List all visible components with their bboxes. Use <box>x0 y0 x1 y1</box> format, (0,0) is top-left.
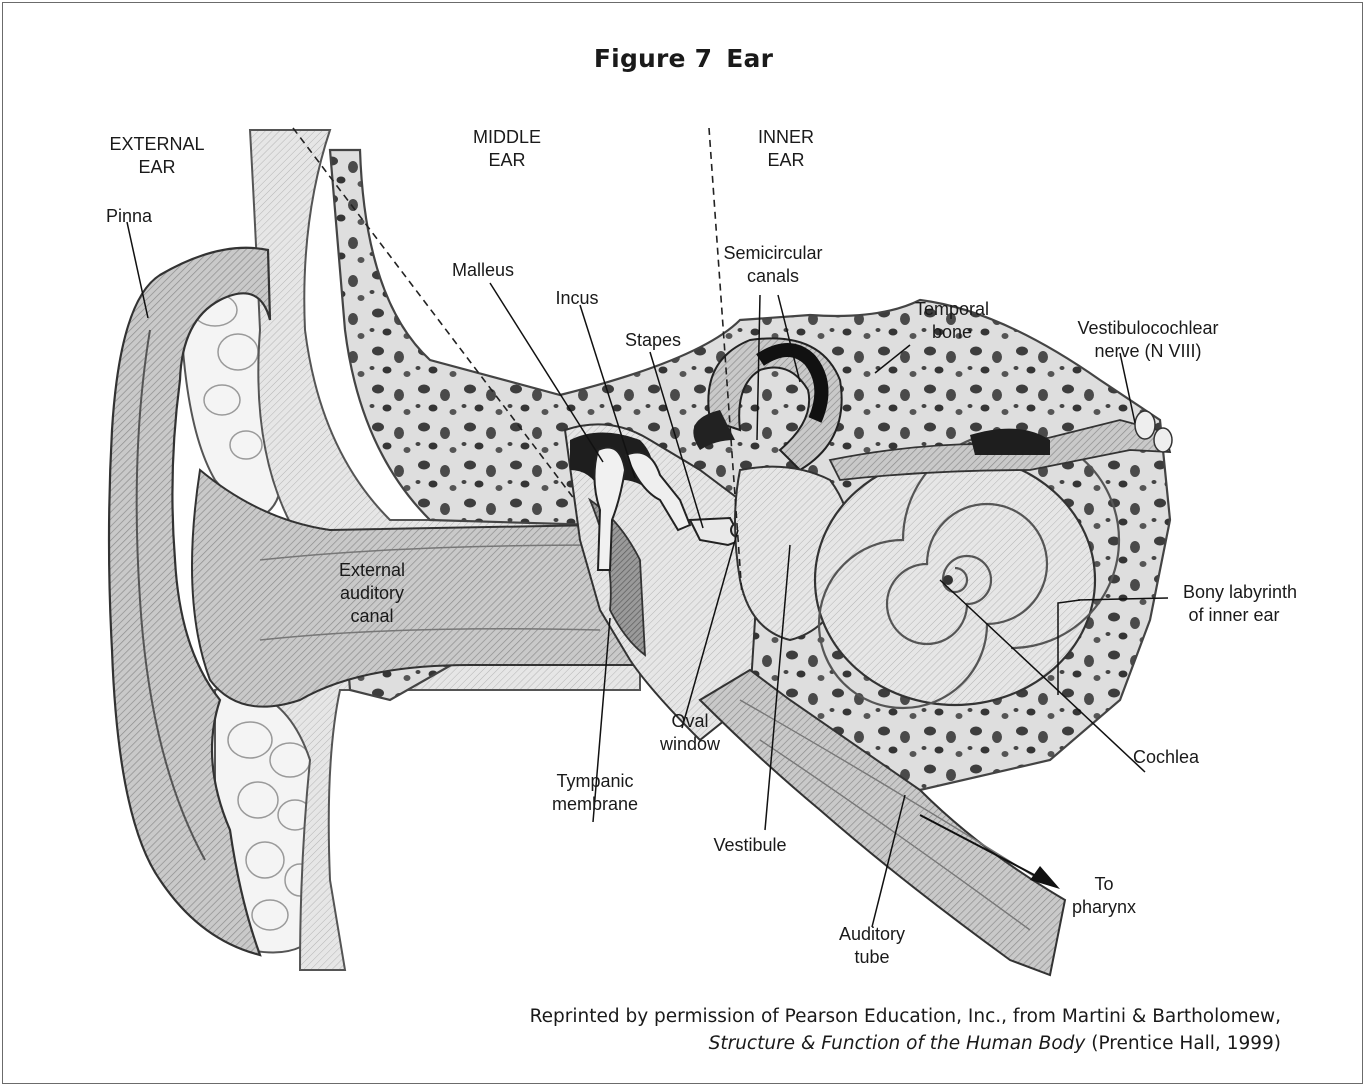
svg-text:Temporal: Temporal <box>915 299 989 319</box>
svg-text:of inner ear: of inner ear <box>1188 605 1279 625</box>
svg-text:Vestibule: Vestibule <box>713 835 786 855</box>
svg-text:Semicircular: Semicircular <box>723 243 822 263</box>
label-to-pharynx: To pharynx <box>1072 874 1136 917</box>
svg-text:Cochlea: Cochlea <box>1133 747 1200 767</box>
label-pinna: Pinna <box>106 206 153 226</box>
svg-text:EAR: EAR <box>138 157 175 177</box>
region-middle-ear: MIDDLE EAR <box>473 127 541 170</box>
svg-text:Incus: Incus <box>555 288 598 308</box>
credit-publisher: (Prentice Hall, 1999) <box>1085 1033 1281 1054</box>
svg-text:MIDDLE: MIDDLE <box>473 127 541 147</box>
label-bony-labyrinth: Bony labyrinth of inner ear <box>1183 582 1297 625</box>
svg-text:Malleus: Malleus <box>452 260 514 280</box>
svg-text:tube: tube <box>854 947 889 967</box>
region-external-ear: EXTERNAL EAR <box>109 134 204 177</box>
credit-line-2: Structure & Function of the Human Body (… <box>530 1030 1281 1057</box>
credit-book-title: Structure & Function of the Human Body <box>709 1033 1086 1054</box>
label-semicircular-canals: Semicircular canals <box>723 243 822 286</box>
label-vestibulocochlear-nerve: Vestibulocochlear nerve (N VIII) <box>1077 318 1218 361</box>
svg-text:INNER: INNER <box>758 127 814 147</box>
svg-text:Auditory: Auditory <box>839 924 905 944</box>
svg-text:Pinna: Pinna <box>106 206 153 226</box>
svg-text:canals: canals <box>747 266 799 286</box>
permission-credit: Reprinted by permission of Pearson Educa… <box>530 1003 1281 1057</box>
label-auditory-tube: Auditory tube <box>839 924 905 967</box>
svg-text:External: External <box>339 560 405 580</box>
svg-text:EXTERNAL: EXTERNAL <box>109 134 204 154</box>
credit-line-1: Reprinted by permission of Pearson Educa… <box>530 1003 1281 1030</box>
label-malleus: Malleus <box>452 260 514 280</box>
svg-text:window: window <box>659 734 721 754</box>
svg-text:nerve (N VIII): nerve (N VIII) <box>1094 341 1201 361</box>
svg-text:Tympanic: Tympanic <box>556 771 633 791</box>
label-incus: Incus <box>555 288 598 308</box>
svg-text:canal: canal <box>350 606 393 626</box>
svg-text:bone: bone <box>932 322 972 342</box>
svg-text:auditory: auditory <box>340 583 404 603</box>
svg-text:Bony labyrinth: Bony labyrinth <box>1183 582 1297 602</box>
svg-text:membrane: membrane <box>552 794 638 814</box>
svg-text:Oval: Oval <box>671 711 708 731</box>
region-inner-ear: INNER EAR <box>758 127 814 170</box>
label-stapes: Stapes <box>625 330 681 350</box>
svg-text:EAR: EAR <box>767 150 804 170</box>
svg-text:pharynx: pharynx <box>1072 897 1136 917</box>
svg-text:Stapes: Stapes <box>625 330 681 350</box>
lower-skin-layer <box>245 665 640 970</box>
svg-text:To: To <box>1094 874 1113 894</box>
label-vestibule: Vestibule <box>713 835 786 855</box>
svg-text:EAR: EAR <box>488 150 525 170</box>
svg-text:Vestibulocochlear: Vestibulocochlear <box>1077 318 1218 338</box>
label-cochlea: Cochlea <box>1133 747 1200 767</box>
